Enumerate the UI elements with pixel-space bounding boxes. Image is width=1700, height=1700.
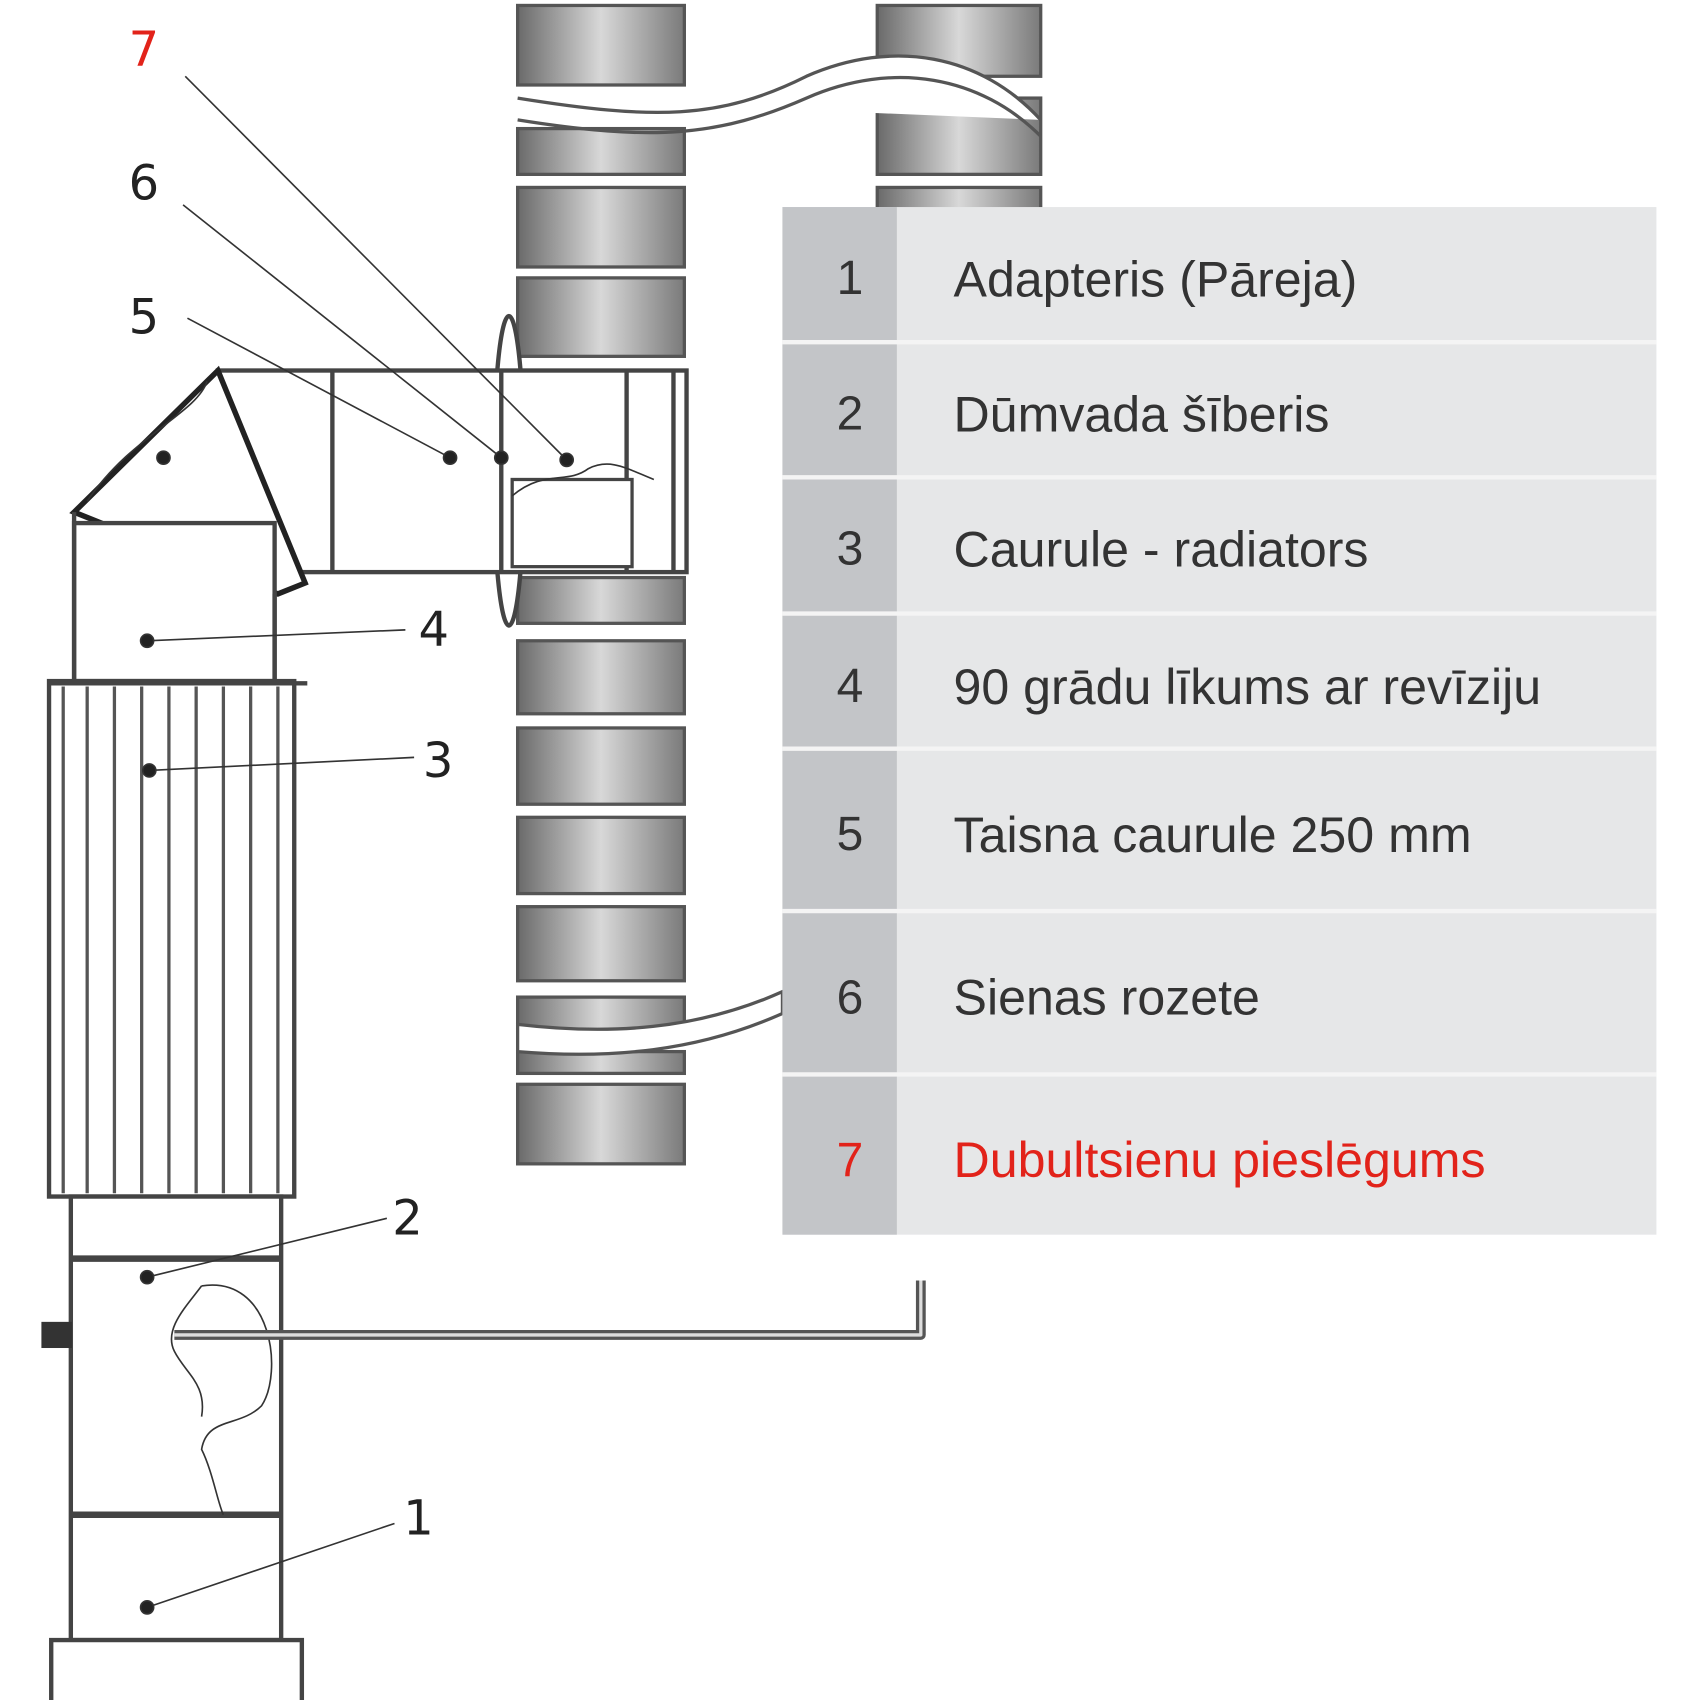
legend-num: 4 [837, 660, 864, 713]
legend-row: 4 90 grādu līkums ar revīziju [837, 659, 1542, 715]
legend-num: 3 [837, 522, 864, 575]
callout-5: 5 [129, 290, 160, 345]
callout-3: 3 [423, 734, 453, 789]
legend-num: 6 [837, 971, 864, 1024]
legend-label: Dubultsienu pieslēgums [954, 1132, 1486, 1188]
callout-7: 7 [129, 22, 160, 77]
legend-row: 3 Caurule - radiators [837, 522, 1369, 578]
legend-label: Caurule - radiators [954, 522, 1369, 578]
elbow-90 [69, 365, 309, 684]
callout-6: 6 [129, 156, 160, 211]
damper-and-adapter [41, 1194, 926, 1700]
legend-label: Dūmvada šīberis [954, 387, 1330, 443]
legend-row: 2 Dūmvada šīberis [837, 387, 1330, 443]
legend-label: 90 grādu līkums ar revīziju [954, 659, 1542, 715]
radiator-pipe [46, 678, 308, 1199]
wall-bricks [515, 3, 1043, 1166]
horizontal-pipe [215, 368, 689, 575]
legend-row: 1 Adapteris (Pāreja) [837, 251, 1358, 307]
legend-row-highlight: 7 Dubultsienu pieslēgums [837, 1132, 1486, 1188]
wall-break-lines [515, 54, 1042, 1056]
legend-num: 7 [837, 1134, 864, 1187]
callout-2: 2 [392, 1192, 423, 1247]
legend-row: 5 Taisna caurule 250 mm [837, 807, 1472, 863]
legend-row: 6 Sienas rozete [837, 970, 1260, 1026]
callout-4: 4 [418, 603, 448, 658]
legend-label: Taisna caurule 250 mm [954, 807, 1472, 863]
legend-num: 5 [837, 808, 864, 861]
legend-num: 2 [837, 387, 864, 440]
callout-1: 1 [403, 1491, 433, 1546]
leader-lines [139, 75, 575, 1615]
legend-label: Adapteris (Pāreja) [954, 251, 1358, 307]
legend-num: 1 [837, 252, 864, 305]
legend-label: Sienas rozete [954, 970, 1260, 1026]
legend-table: 1 Adapteris (Pāreja) 2 Dūmvada šīberis 3… [782, 207, 1657, 1235]
